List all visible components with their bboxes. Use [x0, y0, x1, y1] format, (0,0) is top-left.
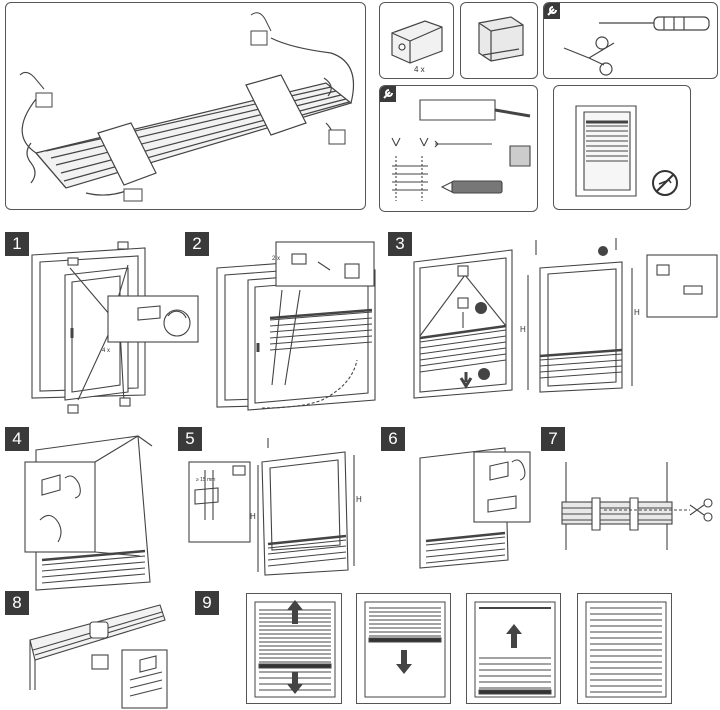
- step-6-badge: 6: [381, 427, 405, 451]
- screwdriver-scissors-illustration: [563, 16, 710, 76]
- bracket-panel: 4 x: [379, 2, 454, 79]
- cutting-tools-illustration: [391, 99, 531, 201]
- step-5-badge: 5: [178, 427, 202, 451]
- step-9-frame-3: [466, 593, 561, 704]
- step-3-badge: 3: [388, 232, 412, 256]
- bracket-illustration: [391, 20, 443, 64]
- step-9-frame-1: [246, 593, 342, 704]
- tools-panel-1: [543, 2, 718, 79]
- step-2-badge: 2: [185, 232, 209, 256]
- step-3-height-label-right: H: [634, 308, 640, 317]
- step-9-badge: 9: [195, 591, 219, 615]
- step-2-clip-quantity: 2 x: [272, 256, 281, 262]
- step-1-bracket-quantity: 4 x: [102, 348, 111, 354]
- step-5-gap-label: ≥ 15 mm: [196, 477, 216, 483]
- step-1-badge: 1: [5, 232, 29, 256]
- step-5-height-label-left: H: [250, 512, 256, 521]
- wrench-icon: [380, 86, 396, 102]
- step-7-badge: 7: [541, 427, 565, 451]
- no-drilling-icon: [651, 169, 679, 197]
- bracket-quantity: 4 x: [414, 65, 425, 74]
- tools-panel-2: [379, 85, 538, 212]
- packaged-blind-illustration: [19, 12, 355, 202]
- wrench-icon: [544, 3, 560, 19]
- installed-preview-panel: [553, 85, 691, 210]
- step-5-height-label-right: H: [356, 495, 362, 504]
- overview-panel: [5, 2, 366, 210]
- window-preview-illustration: [575, 105, 637, 197]
- step-8-badge: 8: [5, 591, 29, 615]
- clip-illustration: [478, 16, 524, 62]
- step-9-frame-2: [356, 593, 451, 704]
- clip-panel: [460, 2, 538, 79]
- step-4-badge: 4: [5, 427, 29, 451]
- step-3-height-label-left: H: [520, 325, 526, 334]
- step-9-frame-4: [577, 593, 672, 704]
